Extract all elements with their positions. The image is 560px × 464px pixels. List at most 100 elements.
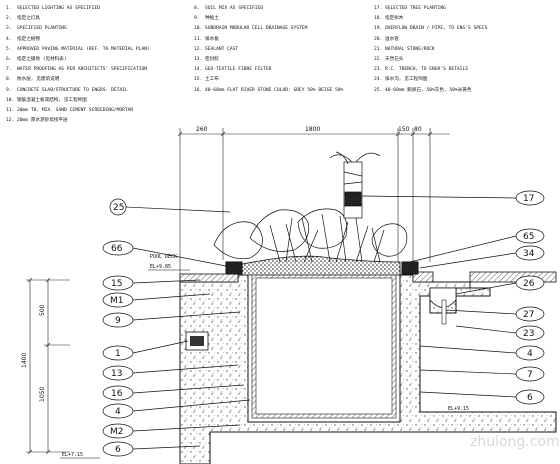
note-text: 指定之植物 [17,36,40,42]
note-item: 22.天然石头 [374,55,487,65]
dim-top-1: 260 [196,126,208,133]
note-item: 11.排水板 [194,35,343,45]
note-item: 8. SOIL MIX AS SPECIFIED [194,4,343,14]
note-item: 19.OVERFLOW DRAIN / PIPE, TO ENG'S SPECS [374,24,487,34]
dim-top-4: 80 [414,126,422,133]
note-text: SELECTED LIGHTING AS SPECIFIED [17,6,100,11]
note-text: 天然石头 [385,57,404,63]
note-number: 16. [194,87,203,93]
note-item: 25.40-60mm 鹅卵石, 50%灰色, 50%米黄色 [374,86,487,96]
dim-left-total: 1400 [21,353,28,368]
callout-left-16: 16 [111,389,123,399]
note-number: 25. [374,87,383,93]
planting [213,151,408,263]
level-bottom-label: EL+7.15 [62,452,83,458]
note-item: 13.密封胶 [194,55,343,65]
note-number: 10. [194,26,203,32]
note-number: 9. [194,16,200,22]
note-text: 指定之灯具 [17,16,40,22]
note-item: 1. SELECTED LIGHTING AS SPECIFIED [6,4,150,14]
note-text: OVERFLOW DRAIN / PIPE, TO ENG'S SPECS [385,26,488,32]
right-callout-labels: 17 65 34 26 27 23 4 7 6 [523,194,535,403]
callout-left-66: 66 [111,244,123,254]
note-item: 7.WATER PROOFING AS PER ARCHITECTS' SPEC… [6,65,150,75]
note-number: 11. [6,108,15,114]
top-dimension-line [177,128,450,280]
callout-right-27: 27 [523,310,534,320]
callout-right-26: 26 [523,279,535,289]
paving-right-1 [412,271,434,283]
callout-left-15: 15 [111,279,122,289]
note-item: 6.指定之铺地 (见材料表) [6,55,150,65]
note-text: NATURAL STONE/ROCK [385,46,435,52]
note-text: 种植土 [205,16,219,22]
soil-mix [237,255,401,276]
note-item: 18.指定树木 [374,14,487,24]
note-item: 3.SPECIFIED PLANTING [6,24,150,34]
note-item: 15.土工布 [194,75,343,85]
pool-deck-label: POOL DECK [150,254,177,260]
note-item: 9. 种植土 [194,14,343,24]
note-text: 40-60mm 鹅卵石, 50%灰色, 50%米黄色 [385,87,472,93]
light-lens [190,336,204,346]
note-number: 23. [374,67,383,73]
drain-pipe [441,299,447,325]
note-number: 2. [6,16,12,22]
note-text: SELECTED TREE PLANTING [385,6,446,11]
note-number: 9. [6,87,12,93]
note-text: R.C. TRENCH, TO ENGR'S DETAILS [385,67,468,73]
dim-left-upper: 500 [39,304,46,316]
note-text: SOIL MIX AS SPECIFIED [205,6,264,11]
note-item: 5.APPROVED PAVING MATERIAL (REF. TO MATE… [6,45,150,55]
note-text: CONCRETE SLAB/STRUCTURE TO ENGRS. DETAIL [17,87,128,93]
note-text: SUBDRAIN MODULAR CELL DRAINAGE SYSTEM [205,26,308,32]
note-item: 21.NATURAL STONE/ROCK [374,45,487,55]
callout-left-13: 13 [111,369,122,379]
note-item: 11.20mm TH. MIX. SAND CEMENT SCREEDING/M… [6,106,150,116]
note-item: 10.SUBDRAIN MODULAR CELL DRAINAGE SYSTEM [194,24,343,34]
callout-left-9: 9 [115,316,121,326]
note-item: 12.SEALANT CAST [194,45,343,55]
note-item: 2. 指定之灯具 [6,14,150,24]
callout-right-17: 17 [523,194,534,204]
callout-right-34: 34 [523,249,535,259]
paving-left [179,273,239,283]
note-text: 排水板 [205,36,219,42]
note-number: 14. [194,67,203,73]
note-item: 12.20mm 厚水泥砂浆找平层 [6,116,150,126]
note-number: 12. [6,118,15,124]
note-text: GEO-TEXTILE FIBRE FILTER [205,67,272,73]
callout-left-1: 1 [115,349,121,359]
note-text: 土工布 [205,77,219,83]
callout-right-23: 23 [523,329,534,339]
note-text: SEALANT CAST [205,46,239,52]
note-text: APPROVED PAVING MATERIAL (REF. TO MATERI… [17,46,150,52]
note-text: 钢筋混凝土板或结构, 见工程师图 [17,97,87,103]
note-text: 密封胶 [205,57,219,63]
note-item: 17.SELECTED TREE PLANTING [374,4,487,14]
level-right-label: EL+9.15 [448,406,469,412]
dim-top-2: 1800 [305,126,320,133]
note-item: 9. CONCRETE SLAB/STRUCTURE TO ENGRS. DETA… [6,86,150,96]
note-number: 8. [194,6,200,11]
paving-right-2 [469,271,557,283]
callout-right-6: 6 [527,393,533,403]
callout-right-7: 7 [527,370,533,380]
note-item: 24.排水沟, 见工程师图 [374,75,487,85]
left-callouts [102,198,251,457]
note-number: 1. [6,6,12,11]
note-item: 20.溢水管 [374,35,487,45]
note-text: 40-60mm FLAT RIVER STONE COLOR: GREY 50%… [205,87,344,93]
note-text: WATER PROOFING AS PER ARCHITECTS' SPECIF… [17,67,147,73]
note-number: 20. [374,36,383,42]
note-text: 溢水管 [385,36,399,42]
note-text: 20mm 厚水泥砂浆找平层 [17,118,68,124]
note-item: 8.防水层, 见建筑说明 [6,75,150,85]
note-number: 19. [374,26,383,32]
callout-left-m1: M1 [110,296,124,306]
left-callout-labels: 25 66 15 M1 9 1 13 16 4 M2 6 [110,203,124,455]
note-item: 16.40-60mm FLAT RIVER STONE COLOR: GREY … [194,86,343,96]
callout-left-25: 25 [113,203,124,213]
note-number: 18. [374,16,383,22]
